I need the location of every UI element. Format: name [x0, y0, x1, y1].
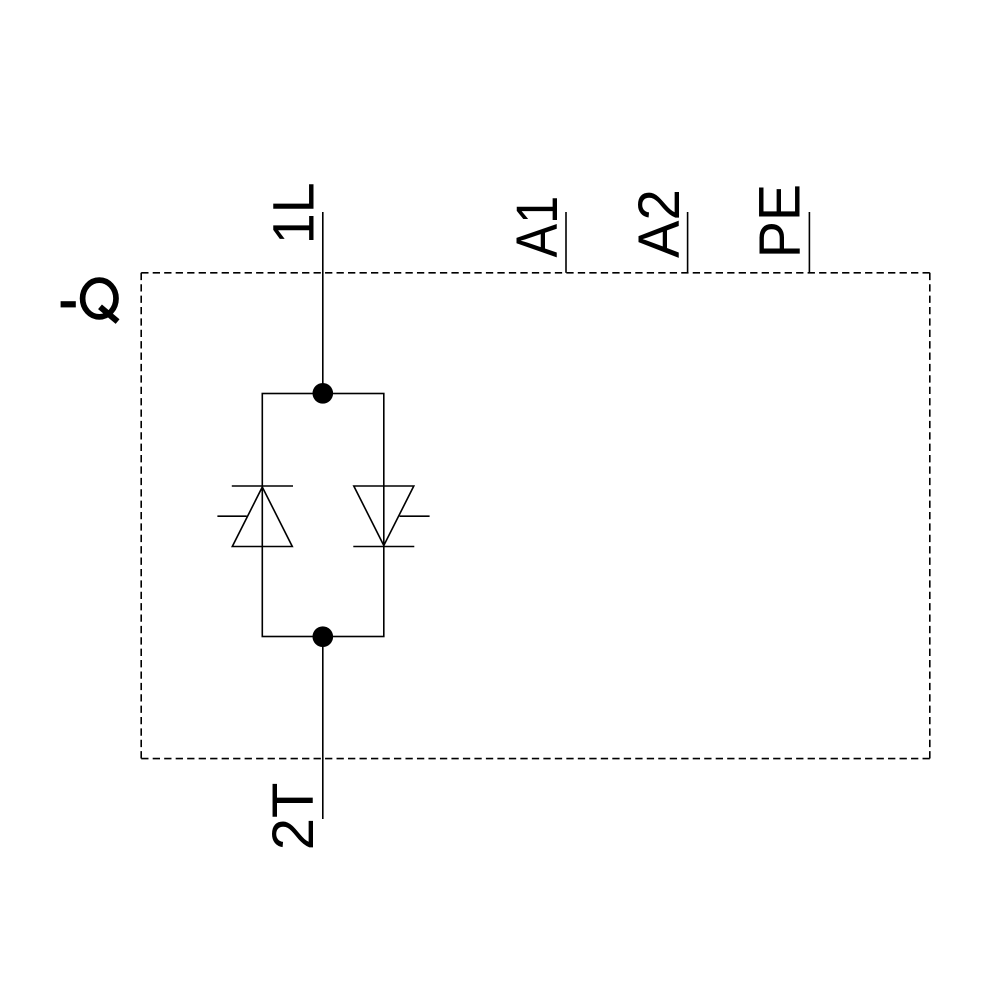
svg-text:2T: 2T — [261, 783, 326, 851]
svg-text:A2: A2 — [627, 189, 692, 258]
svg-text:A1: A1 — [505, 196, 570, 258]
svg-text:PE: PE — [749, 184, 813, 258]
svg-text:1L: 1L — [262, 182, 326, 244]
